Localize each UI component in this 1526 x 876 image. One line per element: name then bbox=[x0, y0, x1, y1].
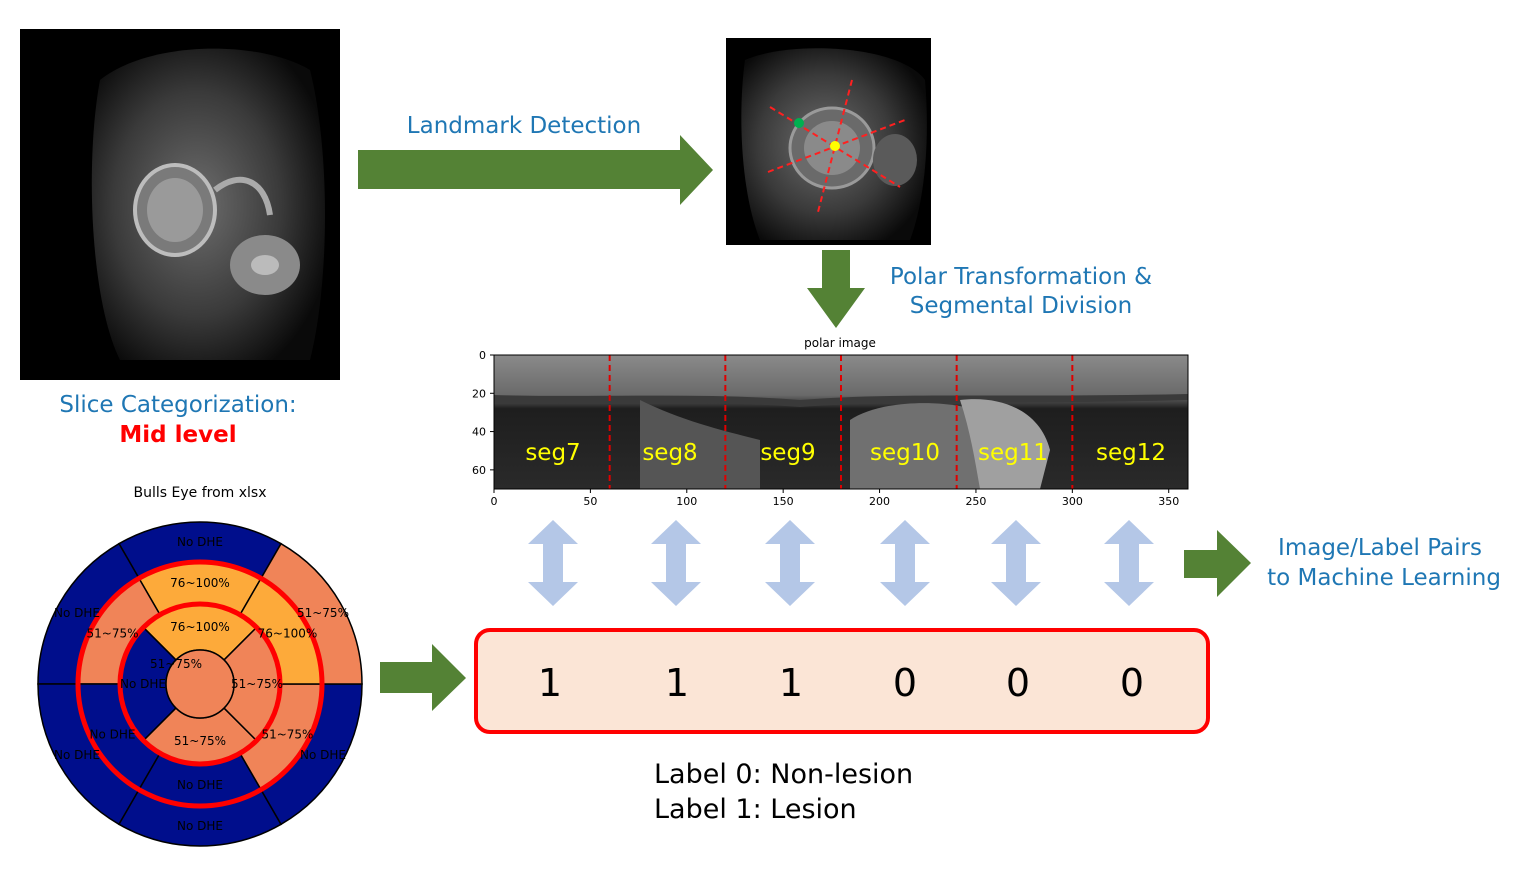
polar-x-axis: 0 50 100 150 200 250 300 350 bbox=[491, 489, 1179, 508]
y-tick-label-3: 60 bbox=[472, 464, 486, 477]
landmark-mri-image bbox=[726, 38, 931, 245]
highlight-ring-outer bbox=[75, 559, 325, 809]
bullseye-to-labels-arrow bbox=[380, 644, 466, 711]
landmark-arrow bbox=[358, 135, 713, 205]
legend-line-0: Label 0: Non-lesion bbox=[654, 759, 913, 790]
slice-category-label: Slice Categorization: bbox=[59, 392, 296, 418]
x-tick-label-2: 100 bbox=[676, 495, 697, 508]
bullseye-plot: No DHE No DHE No DHE No DHE No DHE 51~75% 76~1… bbox=[37, 521, 363, 847]
bullseye-apex-label: 51~75% bbox=[150, 657, 202, 671]
bullseye-inner-label-0: 76~100% bbox=[170, 620, 230, 634]
double-arrow-5 bbox=[1104, 520, 1154, 606]
mri-slice-image bbox=[20, 29, 340, 380]
bullseye-inner-label-3: 51~75% bbox=[231, 677, 283, 691]
x-tick-label-1: 50 bbox=[583, 495, 597, 508]
x-tick-label-7: 350 bbox=[1158, 495, 1179, 508]
bullseye-middle-label-5: 76~100% bbox=[258, 627, 318, 641]
double-arrow-2 bbox=[765, 520, 815, 606]
y-tick-label-0: 0 bbox=[479, 349, 486, 362]
segment-label-1: seg8 bbox=[642, 440, 697, 466]
bullseye-apex bbox=[165, 649, 235, 719]
polar-label-line1: Polar Transformation & bbox=[890, 264, 1152, 290]
center-point-marker bbox=[830, 141, 840, 151]
double-arrow-0 bbox=[528, 520, 578, 606]
label-value-1: 1 bbox=[665, 661, 689, 705]
polar-image-title: polar image bbox=[804, 336, 876, 350]
bullseye-outer-label-1: No DHE bbox=[54, 606, 100, 620]
double-arrow-4 bbox=[991, 520, 1041, 606]
label-value-5: 0 bbox=[1120, 661, 1144, 705]
bullseye-title: Bulls Eye from xlsx bbox=[134, 485, 267, 501]
bullseye-middle-label-1: 51~75% bbox=[87, 627, 139, 641]
polar-transform-arrow bbox=[807, 250, 865, 328]
highlight-ring-inner bbox=[117, 601, 283, 767]
x-tick-label-3: 150 bbox=[773, 495, 794, 508]
segment-label-0: seg7 bbox=[525, 440, 580, 466]
segment-label-5: seg12 bbox=[1096, 440, 1166, 466]
bullseye-middle-label-4: 51~75% bbox=[261, 728, 313, 742]
label-value-4: 0 bbox=[1006, 661, 1030, 705]
bullseye-outer-label-5: 51~75% bbox=[297, 606, 349, 620]
label-value-2: 1 bbox=[779, 661, 803, 705]
bullseye-outer-label-4: No DHE bbox=[300, 748, 346, 762]
x-tick-label-0: 0 bbox=[491, 495, 498, 508]
bullseye-inner-label-1: No DHE bbox=[120, 677, 166, 691]
polar-label-line2: Segmental Division bbox=[910, 293, 1132, 319]
label-value-0: 1 bbox=[538, 661, 562, 705]
legend-line-1: Label 1: Lesion bbox=[654, 794, 857, 825]
segment-label-2: seg9 bbox=[760, 440, 815, 466]
bullseye-inner-label-2: 51~75% bbox=[174, 734, 226, 748]
label-values: 1 1 1 0 0 0 bbox=[538, 661, 1144, 705]
double-arrow-3 bbox=[880, 520, 930, 606]
ml-arrow bbox=[1184, 530, 1251, 597]
segment-boundaries bbox=[608, 355, 1074, 489]
ml-label-line1: Image/Label Pairs bbox=[1278, 535, 1482, 561]
bullseye-middle-label-0: 76~100% bbox=[170, 576, 230, 590]
segment-labels: seg7 seg8 seg9 seg10 seg11 seg12 bbox=[525, 440, 1166, 466]
label-value-3: 0 bbox=[893, 661, 917, 705]
landmark-label: Landmark Detection bbox=[407, 113, 641, 139]
y-tick-label-2: 40 bbox=[472, 426, 486, 439]
bullseye-outer-label-2: No DHE bbox=[54, 748, 100, 762]
label-vector-box bbox=[474, 628, 1210, 734]
x-tick-label-5: 250 bbox=[965, 495, 986, 508]
bullseye-outer-label-0: No DHE bbox=[177, 535, 223, 549]
y-tick-label-1: 20 bbox=[472, 387, 486, 400]
ml-label-line2: to Machine Learning bbox=[1267, 565, 1501, 591]
correspondence-arrows bbox=[528, 520, 1154, 606]
insertion-point-marker bbox=[794, 118, 804, 128]
polar-y-axis: 0 20 40 60 bbox=[472, 349, 494, 477]
segment-label-4: seg11 bbox=[978, 440, 1048, 466]
segment-label-3: seg10 bbox=[870, 440, 940, 466]
bullseye-outer-label-3: No DHE bbox=[177, 819, 223, 833]
x-tick-label-6: 300 bbox=[1062, 495, 1083, 508]
slice-category-value: Mid level bbox=[119, 422, 236, 448]
x-tick-label-4: 200 bbox=[869, 495, 890, 508]
bullseye-middle-label-2: No DHE bbox=[90, 728, 136, 742]
double-arrow-1 bbox=[651, 520, 701, 606]
bullseye-middle-label-3: No DHE bbox=[177, 778, 223, 792]
